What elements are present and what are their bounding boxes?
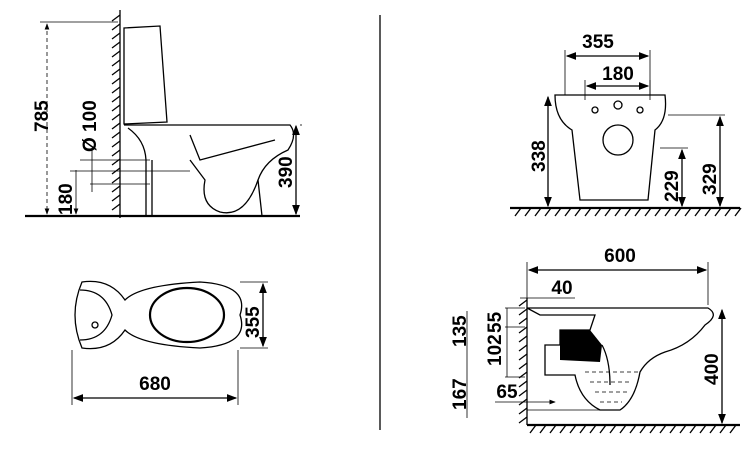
label-55: 55 [485,311,506,333]
label-338: 338 [529,140,550,172]
label-180-front: 180 [602,64,634,85]
seat-opening [148,286,226,344]
label-355-plan: 355 [243,306,264,338]
floor-hatch [529,424,737,434]
wall-hung-side-view: 600 40 400 55 135 102 167 65 [450,246,740,434]
close-coupled-side-view: 785 Ø 100 180 390 [25,10,302,218]
label-390: 390 [276,156,297,188]
label-65: 65 [496,382,518,403]
label-329: 329 [700,163,721,195]
seal-block [560,330,602,362]
wall-hatch [111,14,121,211]
plan-view: 355 680 [71,280,268,405]
label-180: 180 [56,183,77,215]
flush-hole [91,321,99,329]
plan-outline [74,280,243,350]
label-102: 102 [485,334,506,366]
bowl-inner [189,134,276,161]
label-400: 400 [702,353,723,385]
label-pipe-diameter: Ø 100 [80,100,101,152]
label-355-front: 355 [582,32,614,53]
cistern [123,25,168,125]
label-600: 600 [604,246,636,267]
trap [127,127,263,217]
label-229: 229 [662,170,683,202]
wall-hatch [518,299,528,424]
wall-hung-front-view: 355 180 338 229 329 [510,32,742,217]
flush-path [601,344,611,386]
label-40: 40 [551,278,572,299]
front-bowl [554,94,667,201]
fixing-hole [602,124,634,156]
label-135: 135 [450,315,471,347]
label-785: 785 [32,100,53,132]
label-167: 167 [450,378,471,410]
floor-hatch [514,207,742,217]
bowl-outline [124,124,295,214]
label-680: 680 [139,374,171,395]
cistern-plan [79,289,113,341]
wall-hung-bowl [526,307,714,411]
water-level [585,371,638,403]
